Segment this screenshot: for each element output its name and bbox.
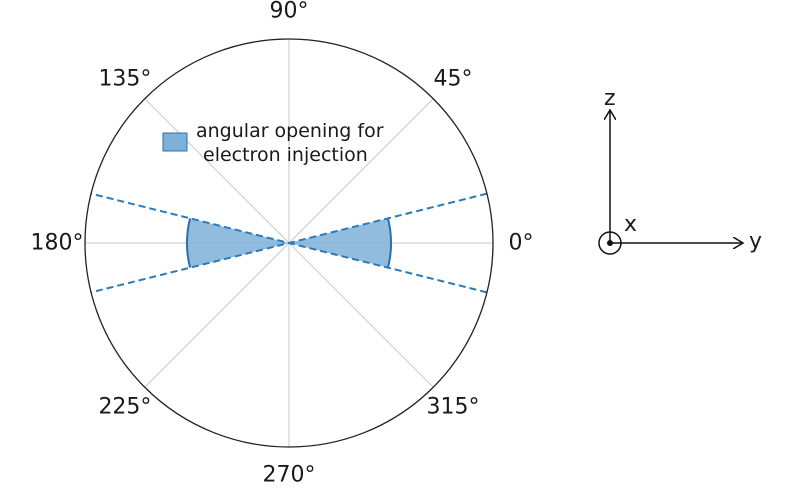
x-axis-out-of-page-circle [598, 231, 622, 255]
legend: angular opening for electron injection [162, 120, 384, 166]
injection-wedge-arc-left [186, 218, 192, 268]
legend-label-line2: electron injection [203, 144, 368, 166]
legend-swatch [162, 132, 188, 152]
opening-boundary-line-lower [90, 192, 488, 294]
opening-boundary-lines [90, 192, 488, 294]
angle-tick-135: 135° [98, 66, 151, 91]
x-axis-out-of-page-dot [607, 240, 613, 246]
angle-tick-270: 270° [263, 463, 316, 487]
polar-outline-circle [84, 38, 494, 448]
grid-spoke-45 [288, 98, 434, 244]
angle-tick-180: 180° [31, 231, 84, 256]
y-axis-label: y [749, 229, 762, 254]
injection-wedge-right [289, 218, 391, 268]
z-axis-label: z [604, 86, 616, 111]
angle-tick-0: 0° [509, 231, 534, 256]
injection-wedges [186, 218, 392, 268]
angle-tick-225: 225° [98, 395, 151, 420]
angle-tick-90: 90° [270, 0, 309, 24]
angle-tick-315: 315° [427, 395, 480, 420]
coordinate-axes: z y x [598, 86, 762, 255]
legend-label-line1: angular opening for [196, 120, 384, 142]
grid-spoke-225 [144, 242, 290, 388]
angle-tick-labels: 0° 45° 90° 135° 180° 225° 270° 315° [31, 0, 534, 488]
grid-spoke-135 [144, 98, 290, 244]
injection-wedge-arc-right [386, 218, 392, 268]
injection-wedge-left [187, 218, 289, 268]
x-axis-label: x [624, 212, 637, 237]
grid-spoke-315 [288, 242, 434, 388]
angle-tick-45: 45° [434, 66, 473, 91]
